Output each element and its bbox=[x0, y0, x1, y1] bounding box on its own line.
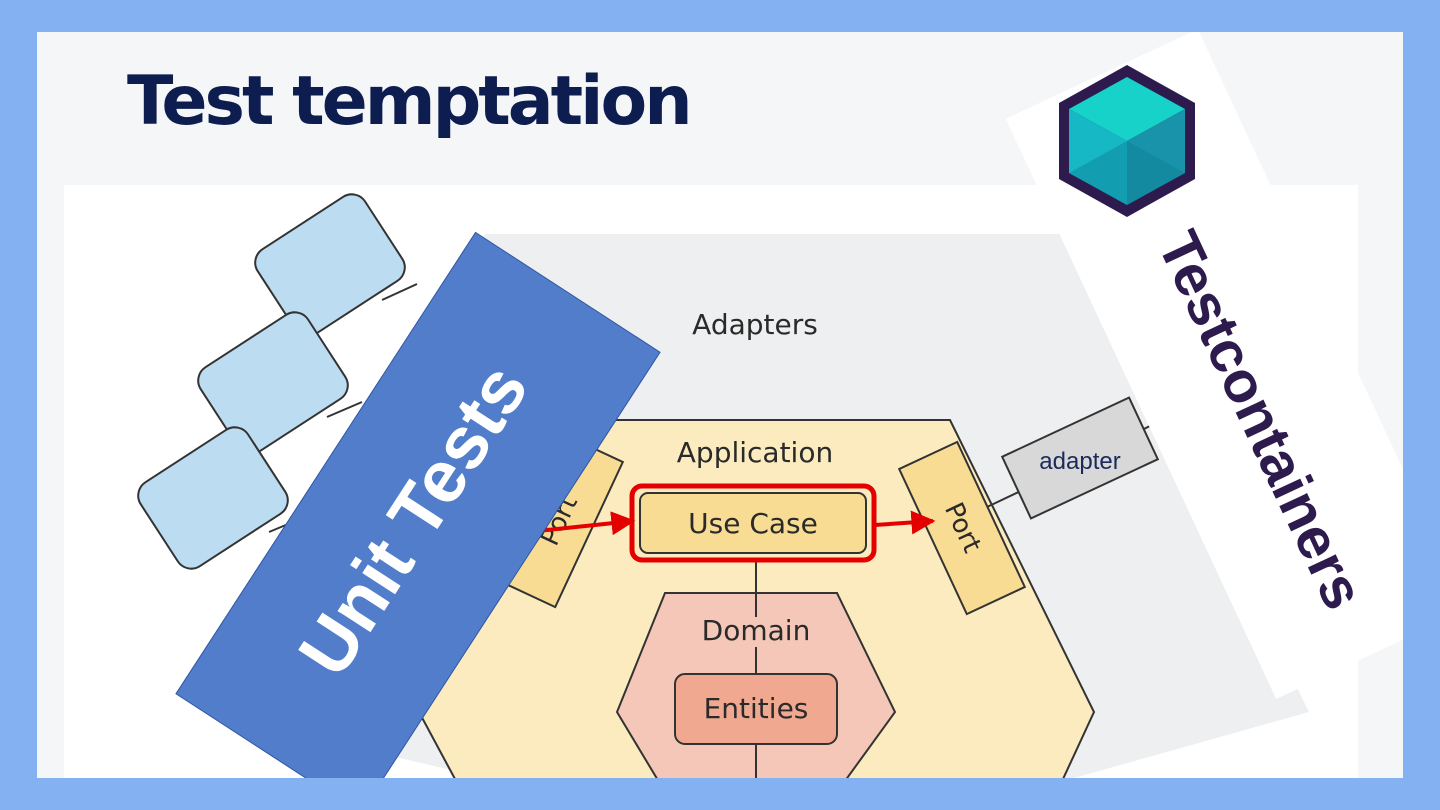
hexagonal-architecture-diagram: Entities Port Port Use Case adapter Adap… bbox=[64, 32, 1403, 778]
right-port: Port bbox=[897, 440, 1027, 616]
arrow-use-case-to-port bbox=[874, 510, 936, 535]
slide-title: Test temptation bbox=[127, 62, 693, 141]
client-box bbox=[197, 311, 349, 455]
client-box bbox=[137, 426, 289, 570]
use-case-box bbox=[639, 492, 867, 554]
entities-label: Entities bbox=[704, 692, 809, 725]
slide: Entities Port Port Use Case adapter Adap… bbox=[37, 32, 1403, 778]
adapters-label: Adapters bbox=[692, 308, 818, 341]
use-case-label: Use Case bbox=[688, 507, 818, 540]
adapter-label: adapter bbox=[1039, 448, 1120, 475]
testcontainers-cube-icon bbox=[1059, 65, 1195, 217]
client-box bbox=[254, 193, 406, 337]
entities-box bbox=[674, 673, 838, 745]
adapter-box bbox=[1000, 396, 1160, 520]
connector-line bbox=[381, 283, 418, 301]
domain-label: Domain bbox=[702, 614, 811, 647]
connector-line bbox=[326, 401, 363, 418]
application-label: Application bbox=[677, 436, 833, 469]
